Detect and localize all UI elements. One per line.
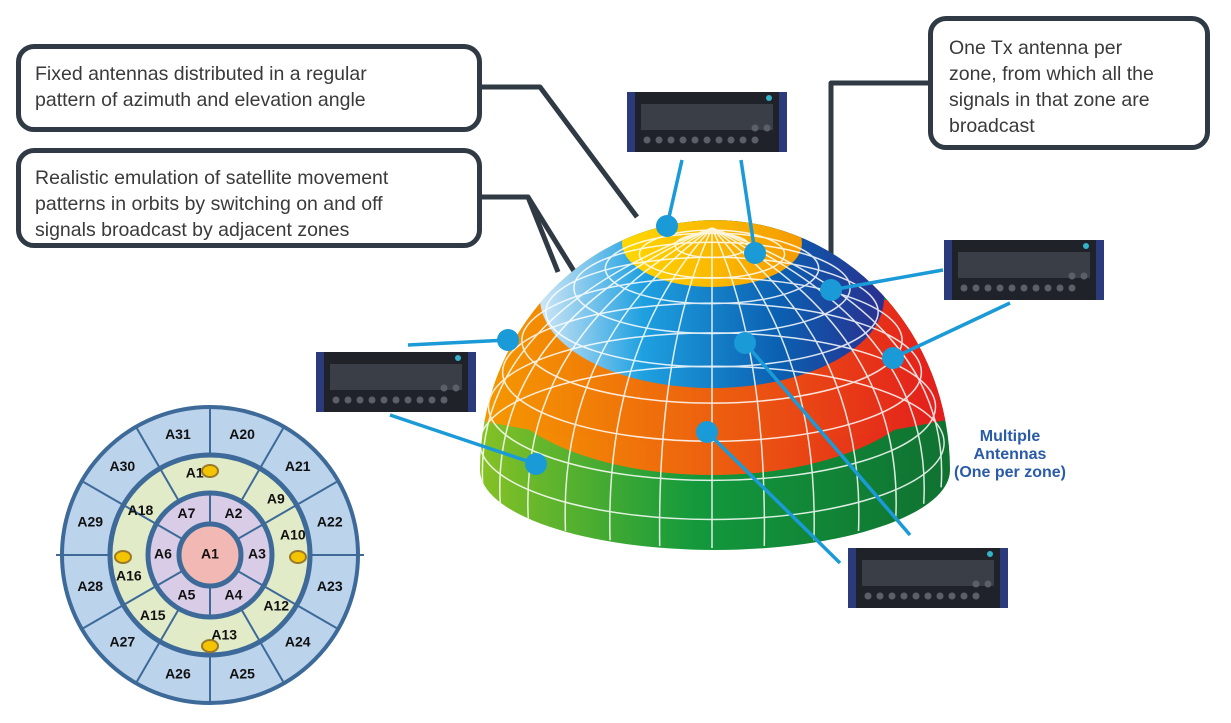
- longitude-line: [499, 227, 713, 504]
- divider-ring3: [296, 604, 339, 630]
- divider-ring2: [263, 504, 298, 525]
- antenna-dot: [882, 347, 904, 369]
- longitude-line: [711, 227, 925, 504]
- ring-border: [176, 521, 244, 589]
- dome: [480, 220, 950, 550]
- divider-ring3: [135, 641, 161, 684]
- zone-label: A25: [229, 665, 255, 681]
- longitude-line: [609, 227, 713, 541]
- zone-label: A18: [128, 502, 154, 518]
- multiple-antennas-label: Multiple Antennas (One per zone): [953, 428, 1066, 481]
- callout-tx-antenna: One Tx antenna per zone, from which all …: [928, 16, 1210, 150]
- callout-connectors: [482, 80, 928, 285]
- zone-label: A23: [317, 578, 343, 594]
- antenna-dot: [820, 279, 842, 301]
- connector-emulation-a: [482, 194, 561, 273]
- zone-label: A12: [263, 597, 289, 613]
- ring-border: [107, 452, 313, 658]
- divider-ring3: [296, 480, 339, 506]
- divider-ring2: [263, 585, 298, 606]
- divider-ring3: [81, 604, 124, 630]
- zone-label: A1: [201, 546, 219, 562]
- signal-generator-device-bottom: [848, 548, 1008, 608]
- zone-map: A1A2A3A4A5A6A7A19A9A10A12A13A15A16A18A20…: [56, 405, 364, 705]
- zone-label: A6: [154, 546, 172, 562]
- antenna-connectors: [389, 159, 1011, 565]
- connector-emulation-b: [525, 195, 580, 278]
- divider-ring2: [240, 467, 261, 502]
- divider-ring3: [259, 641, 285, 684]
- divider-ring2: [122, 504, 157, 525]
- zone-label: A5: [178, 586, 196, 602]
- longitude-line: [711, 227, 943, 488]
- antenna-dot: [734, 332, 756, 354]
- antenna-marker: [289, 550, 307, 564]
- antenna-marker: [201, 639, 219, 653]
- zone-label: A24: [285, 633, 311, 649]
- zone-label: A13: [211, 626, 237, 642]
- zone-label: A15: [140, 607, 166, 623]
- antenna-marker: [201, 464, 219, 478]
- zone-label: A4: [225, 586, 243, 602]
- antenna-dots: [497, 215, 904, 475]
- zone-label: A30: [109, 458, 135, 474]
- divider-ring1: [155, 523, 184, 541]
- zone-label: A31: [165, 426, 191, 442]
- zone-label: A26: [165, 665, 191, 681]
- divider-ring1: [155, 569, 184, 587]
- antenna-dot: [744, 242, 766, 264]
- zone-label: A29: [77, 514, 103, 530]
- longitude-line: [481, 227, 713, 488]
- longitude-line: [658, 227, 713, 547]
- divider-ring2: [122, 585, 157, 606]
- antenna-dot: [696, 421, 718, 443]
- divider-ring3: [81, 480, 124, 506]
- callout-fixed-antennas: Fixed antennas distributed in a regular …: [16, 44, 482, 132]
- zone-label: A22: [317, 514, 343, 530]
- callout-satellite-emulation: Realistic emulation of satellite movemen…: [16, 148, 482, 248]
- zone-label: A27: [109, 633, 135, 649]
- divider-ring3: [135, 426, 161, 469]
- signal-generator-device-left: [316, 352, 476, 412]
- zone-label: A20: [229, 426, 255, 442]
- signal-generator-device-top: [627, 92, 787, 152]
- ring-border: [145, 490, 275, 620]
- zone-label: A3: [248, 546, 266, 562]
- zone-label: A28: [77, 578, 103, 594]
- antenna-dot: [525, 453, 547, 475]
- antenna-dot: [497, 329, 519, 351]
- longitude-line: [711, 227, 766, 547]
- divider-ring1: [236, 523, 265, 541]
- signal-generator-device-right: [944, 240, 1104, 300]
- divider-ring1: [236, 569, 265, 587]
- zone-label: A21: [285, 458, 311, 474]
- callout-text: Realistic emulation of satellite movemen…: [35, 167, 389, 241]
- longitude-line: [711, 227, 815, 541]
- callout-text: One Tx antenna per zone, from which all …: [949, 37, 1154, 137]
- divider-ring3: [259, 426, 285, 469]
- divider-ring2: [159, 608, 180, 643]
- zone-label: A7: [178, 505, 196, 521]
- connector-tx: [828, 80, 928, 285]
- ring-center: [179, 524, 241, 586]
- divider-ring2: [240, 608, 261, 643]
- zone-label: A10: [280, 527, 306, 543]
- antenna-marker: [114, 550, 132, 564]
- zone-label: A2: [225, 505, 243, 521]
- connector-fixed: [482, 84, 640, 219]
- zone-label: A16: [116, 567, 142, 583]
- divider-ring2: [159, 467, 180, 502]
- callout-text: Fixed antennas distributed in a regular …: [35, 63, 367, 111]
- antenna-dot: [656, 215, 678, 237]
- longitude-line: [564, 227, 713, 532]
- zone-label: A9: [267, 490, 285, 506]
- ring-border: [60, 405, 360, 705]
